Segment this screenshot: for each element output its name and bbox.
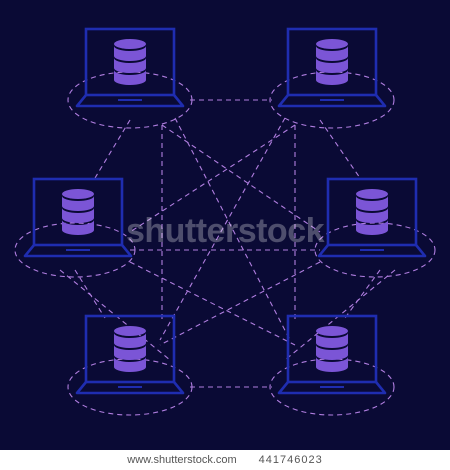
laptop-node-middle-left xyxy=(23,177,133,258)
database-icon xyxy=(62,189,94,235)
laptop-icon xyxy=(75,314,185,395)
laptop-node-top-left xyxy=(75,27,185,108)
laptop-node-bottom-right xyxy=(277,314,387,395)
connection-line xyxy=(129,261,296,346)
laptop-icon xyxy=(277,27,387,108)
connection-line xyxy=(284,269,396,361)
database-icon xyxy=(114,39,146,85)
connection-line xyxy=(159,261,321,346)
database-icon xyxy=(356,189,388,235)
connection-lines xyxy=(59,99,396,388)
connection-line xyxy=(344,269,381,319)
footer-image-id: 441746023 xyxy=(258,454,323,466)
laptop-node-top-right xyxy=(277,27,387,108)
connection-line xyxy=(129,124,296,233)
connection-line xyxy=(59,269,171,361)
database-icon xyxy=(114,326,146,372)
laptop-icon xyxy=(23,177,133,258)
laptop-node-middle-right xyxy=(317,177,427,258)
network-diagram xyxy=(14,27,436,416)
laptop-icon xyxy=(277,314,387,395)
database-icon xyxy=(316,39,348,85)
laptop-icon xyxy=(75,27,185,108)
database-icon xyxy=(316,326,348,372)
connection-line xyxy=(94,119,131,179)
node-ellipse xyxy=(314,222,436,278)
connection-line xyxy=(159,117,286,341)
connection-line xyxy=(319,119,361,179)
footer-site: www.shutterstock.com xyxy=(127,454,237,466)
connection-line xyxy=(161,124,321,233)
laptop-icon xyxy=(317,177,427,258)
laptop-node-bottom-left xyxy=(75,314,185,395)
node-ellipses xyxy=(14,71,436,416)
node-ellipse xyxy=(14,222,136,278)
connection-line xyxy=(174,117,291,341)
footer-bar: www.shutterstock.com 441746023 xyxy=(0,450,450,470)
